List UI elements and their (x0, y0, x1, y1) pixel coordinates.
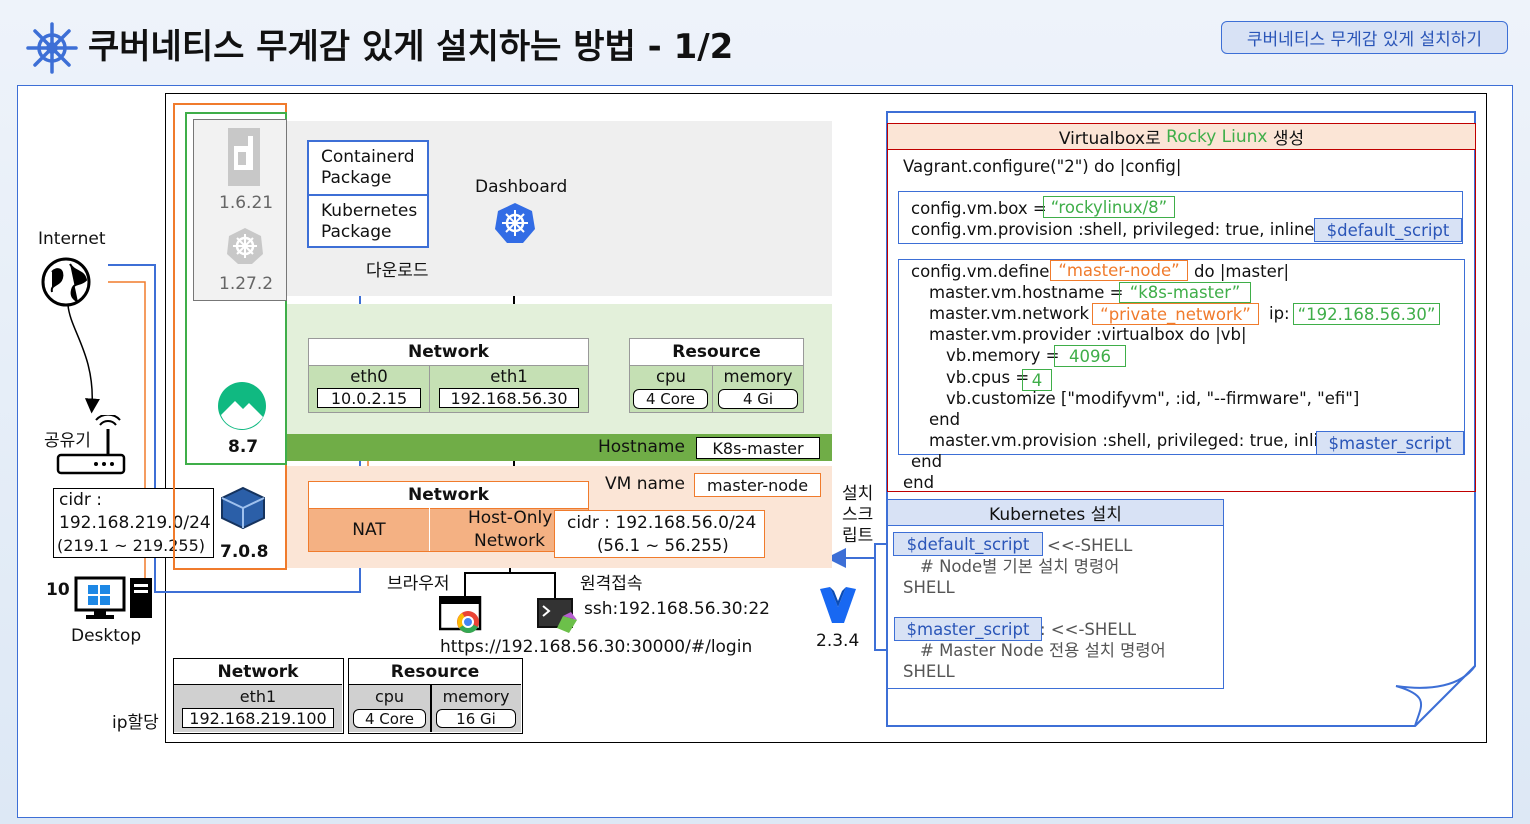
remote-label: 원격접속 (580, 574, 643, 594)
virtualbox-version: 7.0.8 (220, 542, 269, 562)
cpus-code-value: 4 (1022, 369, 1052, 391)
kubernetes-logo-icon (24, 20, 80, 76)
hostname-label: Hostname (598, 437, 685, 457)
desktop-icon (74, 576, 156, 620)
vmname-label: VM name (605, 474, 685, 494)
desktop-label: Desktop (71, 626, 142, 646)
host-network-table: Network eth1 192.168.219.100 (173, 658, 344, 734)
internet-label: Internet (38, 229, 106, 249)
router-icon (56, 413, 126, 477)
terminal-icon[interactable] (537, 598, 579, 634)
k8s-install-title: Kubernetes 설치 (888, 500, 1223, 526)
containerd-version: 1.6.21 (219, 193, 274, 213)
define-block (898, 259, 1465, 455)
default-script-ref: $default_script (1314, 218, 1462, 242)
router-cidr-box: cidr : 192.168.219.0/24 (219.1 ~ 219.255… (53, 488, 214, 558)
virtualbox-icon (220, 486, 266, 530)
config-box-block (898, 191, 1463, 244)
rocky-version: 8.7 (228, 437, 259, 457)
install-script-label-2: 스크 (842, 505, 874, 525)
host-resource-table: Resource cpu memory 4 Core 16 Gi (348, 658, 523, 734)
kubernetes-package-box: Kubernetes Package (307, 194, 429, 248)
vbox-network-table: Network NAT Host-Only Network (308, 481, 589, 552)
vm-resource-table: Resource cpu memory 4 Core 4 Gi (629, 338, 804, 413)
memory-code-value: 4096 (1054, 345, 1126, 367)
browser-label: 브라우저 (387, 574, 450, 594)
title-tag: 쿠버네티스 무게감 있게 설치하기 (1221, 21, 1508, 54)
containerd-icon (228, 128, 260, 186)
hostonly-cidr-box: cidr : 192.168.56.0/24 (56.1 ~ 56.255) (554, 510, 765, 558)
install-script-label-1: 설치 (842, 484, 874, 504)
vagrant-title-bar: Virtualbox로 Rocky Liunx 생성 (888, 124, 1475, 150)
vagrant-icon (818, 585, 858, 625)
code-line-configure: Vagrant.configure("2") do |config| (903, 157, 1182, 176)
k8s-version: 1.27.2 (219, 274, 274, 294)
k8s-install-block (887, 499, 1224, 689)
dashboard-url: https://192.168.56.30:30000/#/login (440, 637, 753, 657)
download-label: 다운로드 (366, 261, 429, 281)
install-script-label-3: 립트 (842, 526, 874, 546)
ssh-address: ssh:192.168.56.30:22 (584, 599, 770, 619)
vm-network-table: Network eth0 eth1 10.0.2.15 192.168.56.3… (308, 338, 589, 413)
network-code-value: “private_network” (1092, 303, 1259, 325)
box-value: “rockylinux/8” (1043, 196, 1175, 218)
router-label: 공유기 (44, 431, 91, 451)
kubernetes-gray-icon (225, 226, 265, 266)
page-title: 쿠버네티스 무게감 있게 설치하는 방법 - 1/2 (88, 27, 734, 67)
hostname-value: K8s-master (696, 437, 820, 459)
dashboard-label: Dashboard (475, 177, 568, 197)
globe-icon (40, 256, 92, 308)
vmname-value: master-node (694, 473, 821, 497)
master-script-ref: $master_script (1316, 431, 1464, 455)
define-value: “master-node” (1050, 260, 1188, 281)
hostname-code-value: “k8s-master” (1119, 282, 1251, 303)
dashboard-kubernetes-icon (494, 202, 536, 244)
ip-code-value: “192.168.56.30” (1293, 303, 1440, 325)
master-script-def: $master_script (894, 617, 1042, 641)
ip-assign-label: ip할당 (112, 713, 159, 733)
chrome-browser-icon[interactable] (438, 595, 483, 634)
windows-version: 10 (46, 580, 70, 600)
rocky-linux-icon (217, 381, 267, 431)
vagrant-version: 2.3.4 (816, 631, 860, 651)
containerd-package-box: Containerd Package (307, 140, 429, 196)
vagrant-config-box (887, 123, 1476, 492)
default-script-def: $default_script (893, 532, 1043, 556)
